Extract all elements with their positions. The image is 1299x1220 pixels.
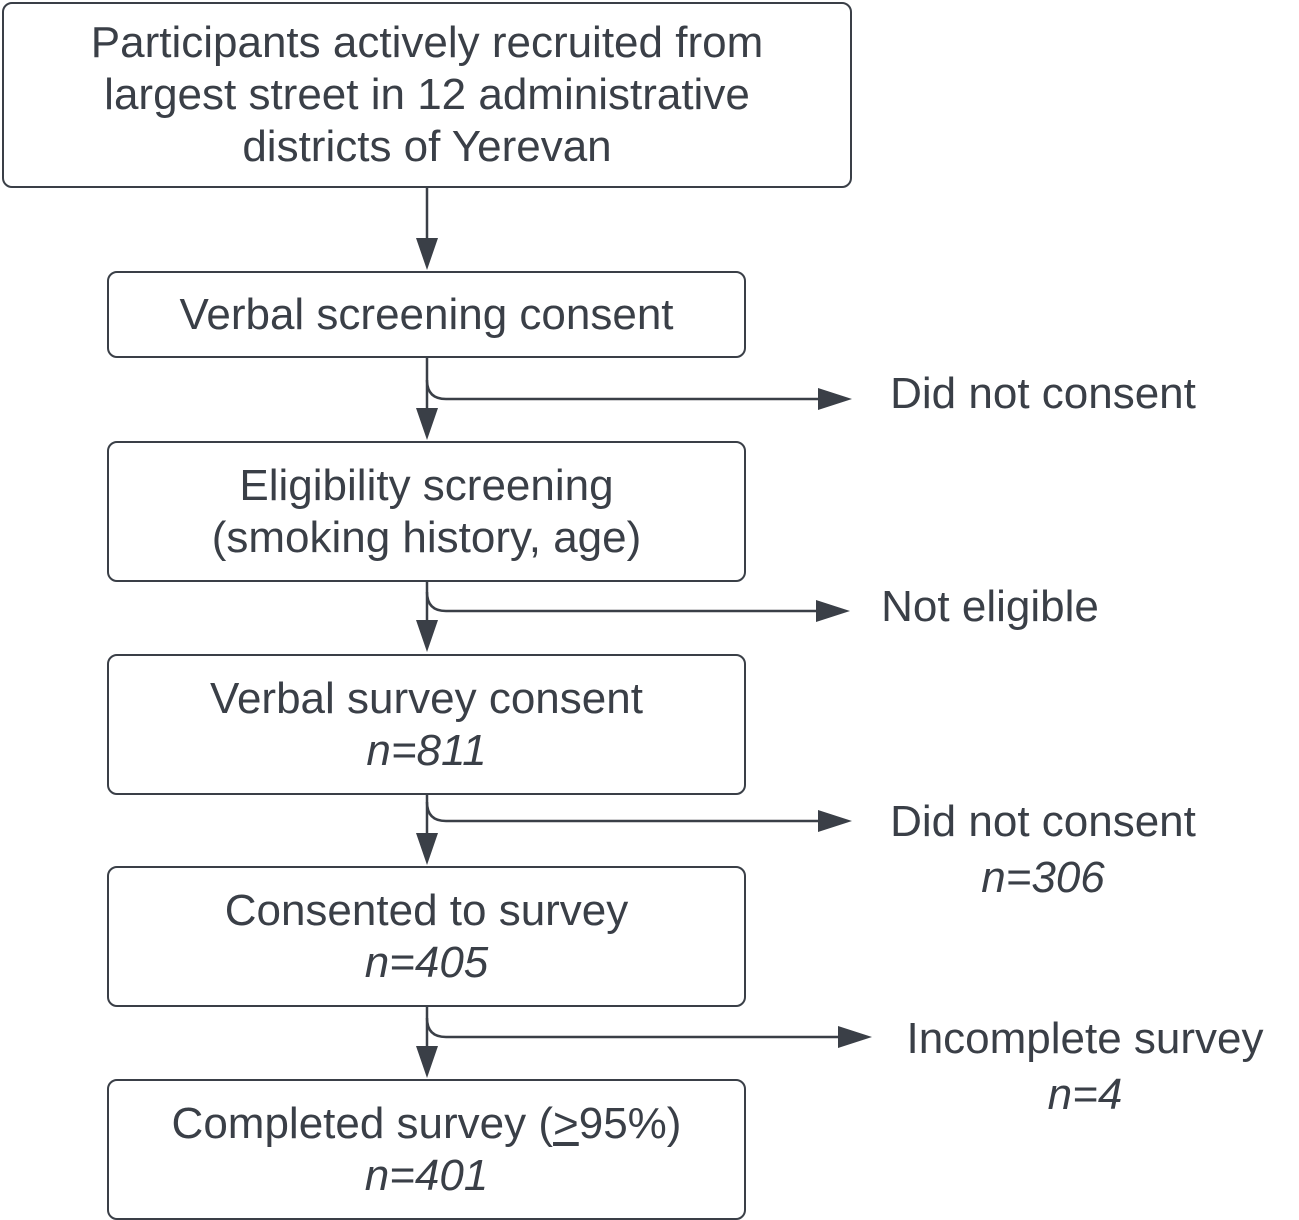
arrowhead-right-2 [816,600,850,622]
recruitment-line-2: largest street in 12 administrative [104,70,750,119]
completed-label-before: Completed survey ( [171,1098,554,1148]
arrowhead-down-2 [416,408,438,440]
exit-arrow-did-not-consent-survey [425,801,822,823]
screening-consent-label: Verbal screening consent [179,289,674,339]
eligibility-line-1: Eligibility screening [239,460,614,510]
arrowhead-right-4 [838,1026,872,1048]
completed-label: Completed survey (>95%) [172,1098,682,1150]
exit-incomplete-count: n=4 [1047,1070,1123,1119]
exit-arrow-did-not-consent-screening [425,379,822,401]
survey-consent-count: n=811 [366,725,487,775]
arrowhead-right-3 [818,810,852,832]
survey-consent-box: Verbal survey consent n=811 [107,654,746,795]
completed-label-symbol: > [553,1098,579,1148]
exit-did-not-consent-screening: Did not consent [878,366,1208,422]
arrowhead-down-4 [416,833,438,865]
completed-box: Completed survey (>95%) n=401 [107,1079,746,1220]
exit-arrow-not-eligible [425,591,818,613]
exit-did-not-consent-survey-count: n=306 [981,853,1105,902]
exit-did-not-consent-survey-label: Did not consent [890,797,1196,846]
arrowhead-down-5 [416,1046,438,1078]
survey-consent-label: Verbal survey consent [210,673,643,723]
exit-did-not-consent-screening-label: Did not consent [890,369,1196,418]
completed-count: n=401 [364,1150,489,1200]
exit-arrow-incomplete [425,1017,840,1039]
exit-incomplete-label: Incomplete survey [906,1014,1264,1063]
recruitment-line-3: districts of Yerevan [242,122,612,171]
consented-box: Consented to survey n=405 [107,866,746,1007]
screening-consent-box: Verbal screening consent [107,271,746,358]
consented-label: Consented to survey [224,885,629,935]
exit-not-eligible: Not eligible [872,579,1108,635]
arrowhead-down-3 [416,620,438,652]
recruitment-line-1: Participants actively recruited from [90,18,764,67]
exit-not-eligible-label: Not eligible [881,582,1099,631]
consented-count: n=405 [364,937,489,987]
recruitment-box: Participants actively recruited from lar… [2,2,852,188]
arrowhead-right-1 [818,388,852,410]
exit-did-not-consent-survey: Did not consent n=306 [878,794,1208,906]
completed-label-after: 95%) [578,1098,682,1148]
exit-incomplete: Incomplete survey n=4 [892,1011,1278,1123]
eligibility-box: Eligibility screening (smoking history, … [107,441,746,582]
eligibility-line-2: (smoking history, age) [211,512,642,562]
arrowhead-down-1 [416,238,438,270]
